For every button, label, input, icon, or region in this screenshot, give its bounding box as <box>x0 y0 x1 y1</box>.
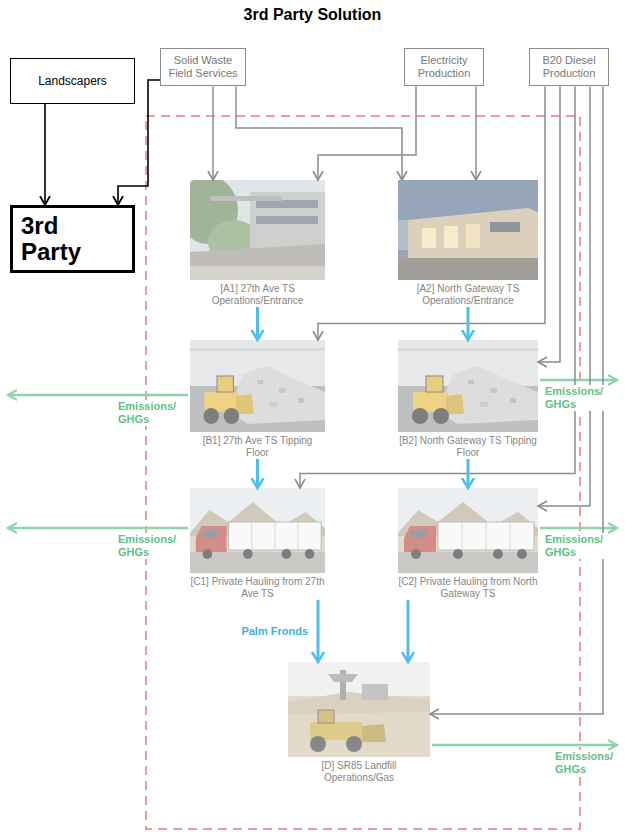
connector <box>407 600 410 662</box>
emission-arrow <box>540 379 617 382</box>
connector <box>467 307 470 340</box>
photo-caption: [A1] 27th Ave TS Operations/Entrance <box>190 283 325 307</box>
connector <box>318 86 545 340</box>
connector <box>256 307 259 340</box>
entrance-photo <box>398 180 538 280</box>
hauling-photo <box>398 488 538 573</box>
box-text: Solid Waste Field Services <box>165 54 241 80</box>
party-box: 3rd Party <box>10 205 135 273</box>
connector <box>467 459 470 488</box>
edge-label: Palm Fronds <box>239 625 310 638</box>
photo-caption: [A2] North Gateway TS Operations/Entranc… <box>398 283 538 307</box>
emission-arrow <box>8 380 617 745</box>
photo-node: [A1] 27th Ave TS Operations/Entrance <box>190 180 325 307</box>
photo-area <box>190 340 325 432</box>
photo-caption: [B1] 27th Ave TS Tipping Floor <box>190 435 325 459</box>
box-text: 3rd Party <box>21 213 101 265</box>
connector <box>236 86 402 180</box>
connector <box>256 459 259 488</box>
box-text: Electricity Production <box>409 54 479 80</box>
emission-label: Emissions/ GHGs <box>543 385 605 411</box>
box-text: Landscapers <box>38 74 107 88</box>
connector <box>44 104 46 205</box>
landfill-photo <box>288 662 430 757</box>
input-box: Solid Waste Field Services <box>160 48 246 86</box>
photo-caption: [D] SR85 Landfill Operations/Gas <box>288 760 430 784</box>
connector <box>475 86 477 180</box>
emission-label: Emissions/ GHGs <box>553 750 615 776</box>
photo-caption: [C2] Private Hauling from North Gateway … <box>398 576 538 600</box>
photo-node: [B2] North Gateway TS Tipping Floor <box>398 340 538 459</box>
photo-area <box>190 180 325 280</box>
photo-node: [A2] North Gateway TS Operations/Entranc… <box>398 180 538 307</box>
box-text: B20 Diesel Production <box>534 54 604 80</box>
photo-area <box>398 180 538 280</box>
emission-arrow <box>8 527 188 530</box>
emission-arrow <box>432 744 617 747</box>
photo-area <box>190 488 325 573</box>
connector <box>212 86 214 180</box>
emission-label: Emissions/ GHGs <box>116 400 178 426</box>
emission-arrow <box>8 394 188 397</box>
photo-caption: [C1] Private Hauling from 27th Ave TS <box>190 576 325 600</box>
connector <box>538 86 590 506</box>
emission-arrow <box>540 527 617 530</box>
photo-area <box>398 488 538 573</box>
emission-label: Emissions/ GHGs <box>116 533 178 559</box>
connector <box>300 86 575 488</box>
photo-node: [B1] 27th Ave TS Tipping Floor <box>190 340 325 459</box>
process-box: Landscapers <box>10 58 135 104</box>
connector <box>318 86 416 180</box>
connector-group <box>45 80 603 714</box>
connector <box>317 600 320 662</box>
input-box: Electricity Production <box>404 48 484 86</box>
photo-node: [C1] Private Hauling from 27th Ave TS <box>190 488 325 600</box>
emission-label: Emissions/ GHGs <box>543 533 605 559</box>
connector <box>538 86 560 362</box>
tipping-floor-photo <box>190 340 325 432</box>
system-boundary <box>146 116 580 829</box>
input-box: B20 Diesel Production <box>529 48 609 86</box>
hauling-photo <box>190 488 325 573</box>
tipping-floor-photo <box>398 340 538 432</box>
diagram-title: 3rd Party Solution <box>0 6 625 24</box>
photo-node: [C2] Private Hauling from North Gateway … <box>398 488 538 600</box>
entrance-photo <box>178 176 325 280</box>
photo-area <box>288 662 430 757</box>
photo-node: [D] SR85 Landfill Operations/Gas <box>288 662 430 784</box>
photo-area <box>398 340 538 432</box>
photo-caption: [B2] North Gateway TS Tipping Floor <box>398 435 538 459</box>
